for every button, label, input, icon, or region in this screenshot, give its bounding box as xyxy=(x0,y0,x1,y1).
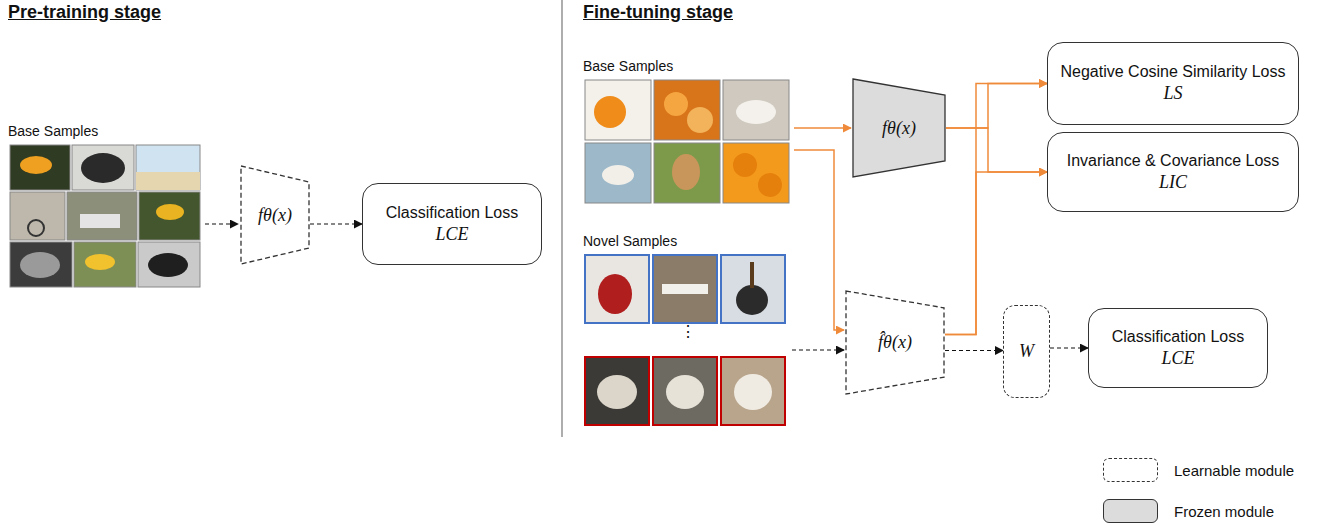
photo xyxy=(654,80,720,140)
photo xyxy=(10,192,65,240)
photo-detail xyxy=(148,253,188,277)
photo-detail xyxy=(156,204,184,220)
photo xyxy=(585,255,649,323)
photo-detail xyxy=(662,284,708,294)
photo-detail xyxy=(736,285,768,315)
node-title: Classification Loss xyxy=(386,203,519,223)
ellipsis-mark: ⋮ xyxy=(680,322,696,341)
connector xyxy=(1050,347,1088,348)
frozen-encoder: fθ(x) xyxy=(852,78,946,178)
encoder-trapezoid: fθ(x) xyxy=(240,165,310,265)
math-symbol: LIC xyxy=(1159,171,1187,194)
photo xyxy=(721,255,785,323)
trapezoid-outline xyxy=(241,166,309,264)
group-label: Base Samples xyxy=(8,123,98,139)
photo xyxy=(67,192,137,240)
group-label: Novel Samples xyxy=(583,233,677,249)
photo xyxy=(723,80,789,140)
photo-detail xyxy=(687,107,713,133)
legend-text: Frozen module xyxy=(1174,503,1274,520)
photo-detail xyxy=(734,374,772,410)
connector xyxy=(945,350,1003,351)
trapezoid-outline xyxy=(846,291,944,394)
stage-heading: Fine-tuning stage xyxy=(583,2,733,23)
photo xyxy=(585,143,651,203)
photo xyxy=(74,242,136,287)
legend-text: Learnable module xyxy=(1174,462,1294,479)
photo-detail xyxy=(672,154,700,190)
photo-detail xyxy=(736,100,776,124)
photo xyxy=(136,145,200,190)
image-collage xyxy=(10,145,200,287)
image-collage xyxy=(585,255,785,323)
input-arrow xyxy=(205,223,238,224)
legend-row: Frozen module xyxy=(1103,499,1274,523)
image-collage xyxy=(585,357,785,425)
trapezoid-outline xyxy=(853,79,945,177)
loss-box: Classification LossLCE xyxy=(1088,308,1268,388)
photo xyxy=(654,143,720,203)
node-title: Negative Cosine Similarity Loss xyxy=(1061,62,1286,82)
classifier-weight: W xyxy=(1003,305,1050,398)
loss-box: Classification LossLCE xyxy=(362,183,542,265)
photo xyxy=(653,255,717,323)
photo xyxy=(72,145,134,190)
photo-detail xyxy=(20,156,52,174)
math-symbol: fθ(x) xyxy=(882,117,916,140)
photo-detail xyxy=(597,375,637,409)
photo-detail xyxy=(750,262,754,288)
math-symbol: LCE xyxy=(1161,347,1194,370)
photo-detail xyxy=(758,173,782,197)
photo xyxy=(721,357,785,425)
input-arrow xyxy=(792,349,844,350)
math-symbol: W xyxy=(1019,340,1034,363)
input-arrow xyxy=(794,127,851,129)
photo-detail xyxy=(666,375,704,409)
math-symbol: LS xyxy=(1163,82,1182,105)
loss-box: Negative Cosine Similarity LossLS xyxy=(1047,42,1299,125)
math-symbol: f̂θ(x) xyxy=(878,331,912,354)
input-arrow xyxy=(794,150,844,330)
learnable-encoder: f̂θ(x) xyxy=(845,290,945,395)
connector xyxy=(945,84,1047,335)
photo-detail xyxy=(733,153,757,177)
photo xyxy=(585,80,651,140)
photo-detail xyxy=(80,214,120,228)
photo-detail xyxy=(598,274,632,314)
math-symbol: fθ(x) xyxy=(258,204,292,227)
connector xyxy=(946,128,1047,172)
photo xyxy=(138,242,200,287)
stage-divider xyxy=(561,0,562,437)
photo xyxy=(10,145,70,190)
photo xyxy=(139,192,200,240)
photo-detail xyxy=(28,220,44,236)
photo xyxy=(723,143,789,203)
connector xyxy=(946,84,1047,129)
legend-row: Learnable module xyxy=(1103,458,1294,482)
photo-detail xyxy=(85,254,115,270)
legend-swatch xyxy=(1103,458,1158,482)
photo-detail xyxy=(594,96,626,128)
photo-detail xyxy=(664,92,688,116)
node-title: Classification Loss xyxy=(1112,327,1245,347)
stage-heading: Pre-training stage xyxy=(8,2,161,23)
photo-detail xyxy=(81,153,125,183)
image-collage xyxy=(585,80,789,203)
math-symbol: LCE xyxy=(435,223,468,246)
photo-detail xyxy=(602,165,634,185)
connector xyxy=(310,223,362,224)
photo-detail xyxy=(136,172,200,190)
photo xyxy=(653,357,717,425)
photo xyxy=(585,357,649,425)
node-title: Invariance & Covariance Loss xyxy=(1067,151,1280,171)
group-label: Base Samples xyxy=(583,58,673,74)
photo xyxy=(10,242,72,287)
photo-detail xyxy=(20,252,60,278)
loss-box: Invariance & Covariance LossLIC xyxy=(1047,132,1299,212)
legend-swatch xyxy=(1103,499,1158,523)
